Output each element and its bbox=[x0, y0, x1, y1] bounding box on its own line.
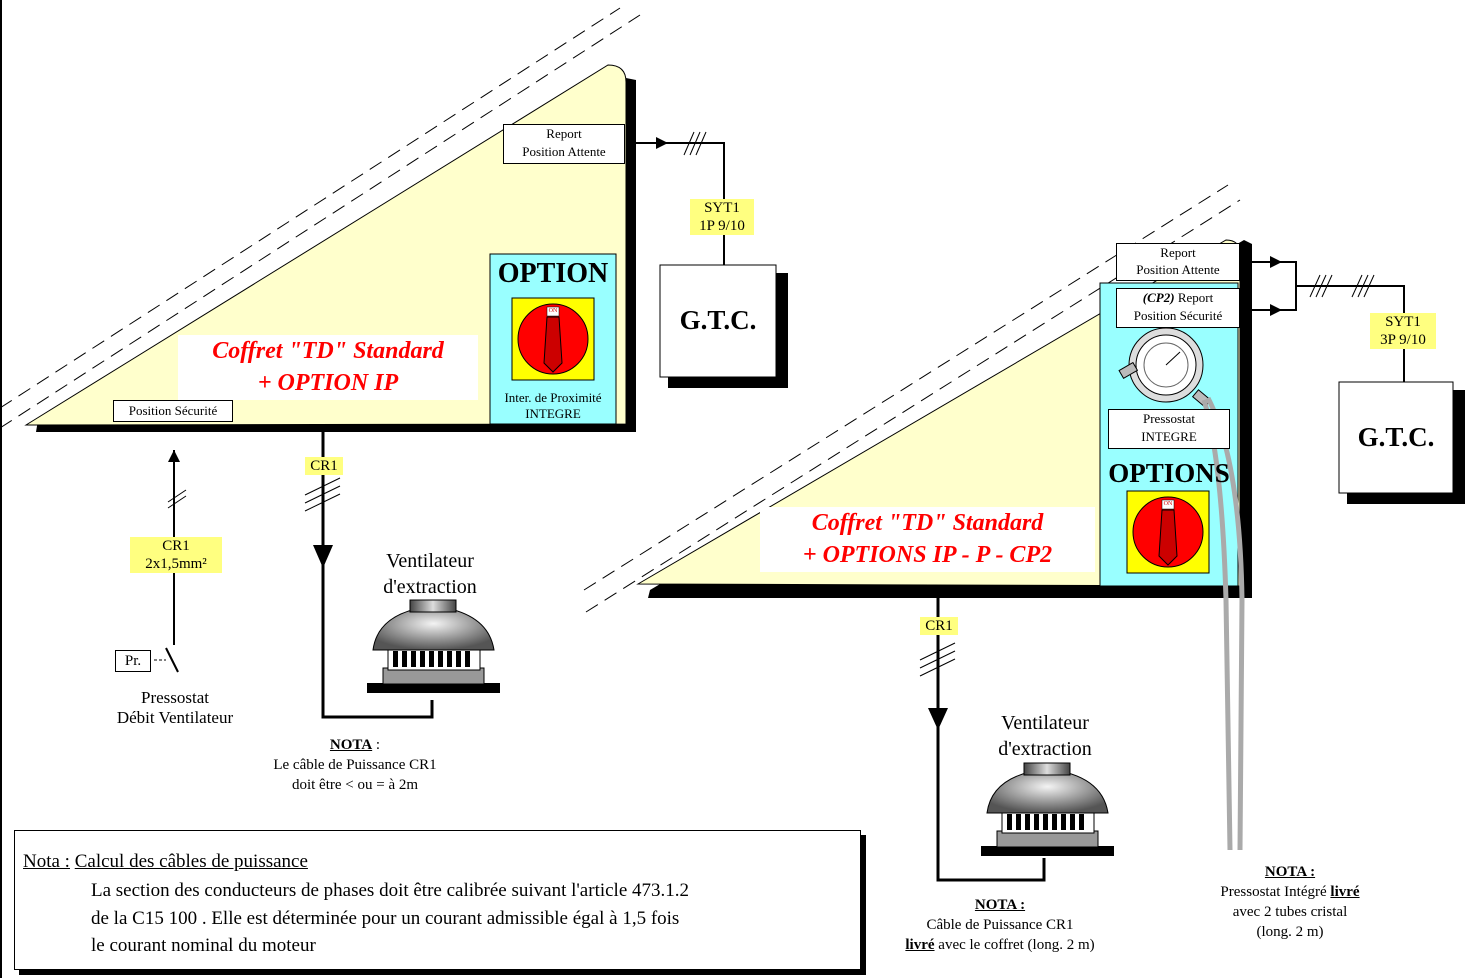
right-cr1-power-label: CR1 bbox=[920, 617, 958, 635]
right-gtc-label: G.T.C. bbox=[1357, 422, 1435, 452]
right-switch-on-label: ON bbox=[1163, 501, 1173, 507]
right-report-securite-box: (CP2) Report Position Sécurité bbox=[1116, 288, 1240, 328]
pressostat-gauge-icon bbox=[1118, 327, 1212, 408]
left-gtc-label: G.T.C. bbox=[679, 305, 757, 335]
right-nota-pressostat: NOTA : Pressostat Intégré livré avec 2 t… bbox=[1220, 864, 1360, 940]
right-gtc-box bbox=[1338, 381, 1454, 494]
left-cr1-power-label: CR1 bbox=[305, 457, 343, 475]
right-coffret-title: Coffret "TD" Standard+ OPTIONS IP - P - … bbox=[760, 507, 1095, 572]
right-options-title: OPTIONS bbox=[1108, 458, 1230, 488]
left-fan-icon bbox=[367, 599, 500, 693]
left-gtc-box bbox=[659, 264, 777, 378]
footer-nota-box: Nota : Calcul des câbles de puissance La… bbox=[14, 830, 861, 970]
left-coffret-title: Coffret "TD" Standard+ OPTION IP bbox=[178, 335, 478, 400]
right-fan-icon bbox=[981, 762, 1114, 856]
left-switch-on-label: ON bbox=[548, 308, 558, 314]
footer-nota-body: La section des conducteurs de phases doi… bbox=[91, 880, 690, 957]
left-option-title: OPTION bbox=[497, 258, 609, 289]
right-nota-cable: NOTA : Câble de Puissance CR1 livré avec… bbox=[905, 897, 1095, 953]
left-position-securite-label: Position Sécurité bbox=[113, 400, 233, 422]
pr-label: Pr. bbox=[115, 650, 151, 672]
footer-nota-heading: Nota : Calcul des câbles de puissance bbox=[23, 851, 308, 872]
